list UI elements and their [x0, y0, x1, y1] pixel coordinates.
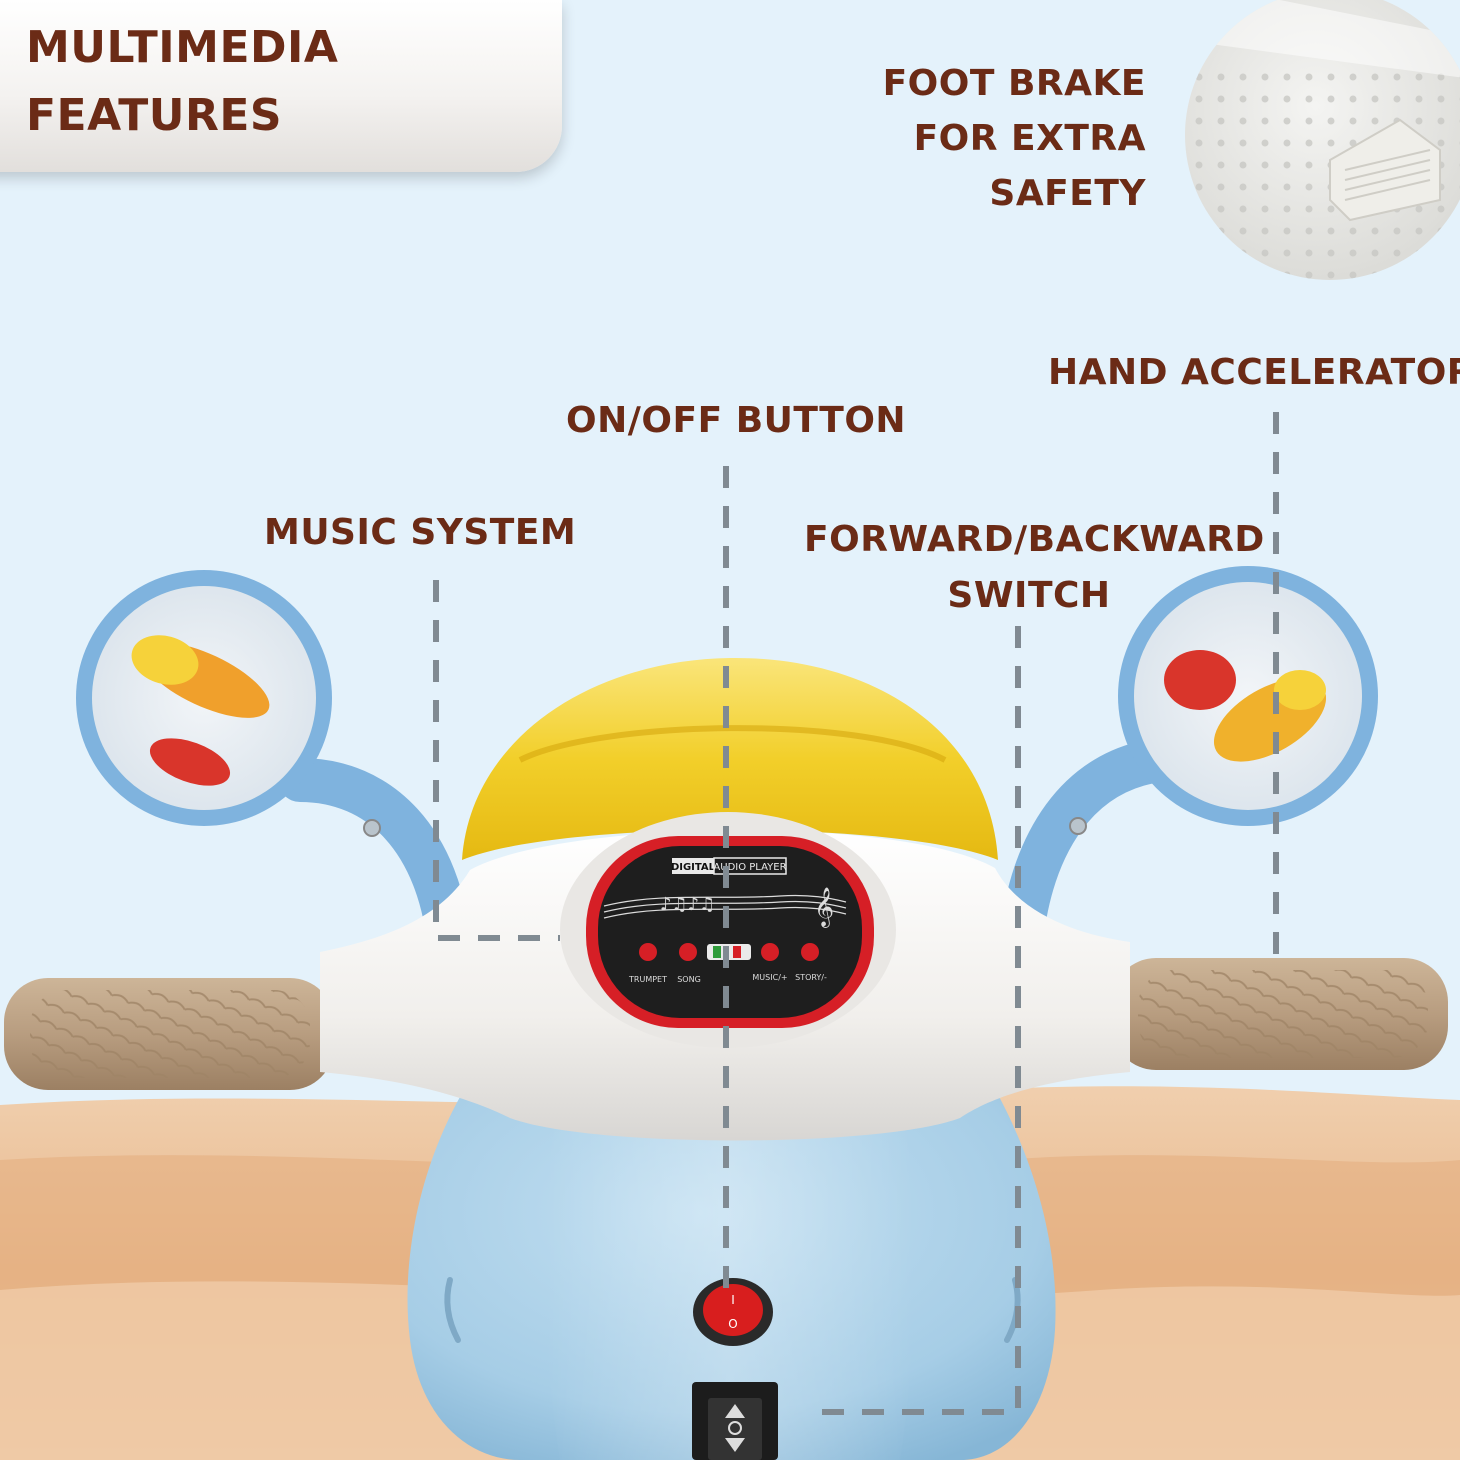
leader-lines	[433, 412, 1279, 1415]
right-grip	[1112, 958, 1448, 1070]
music-notes-icon: ♪♫♪♫	[660, 894, 715, 915]
multimedia-title-line-1: MULTIMEDIA	[26, 22, 339, 73]
left-mirror	[76, 570, 332, 826]
foot-brake-line-1: FOOT BRAKE	[882, 63, 1146, 104]
multimedia-title: MULTIMEDIA FEATURES	[26, 14, 338, 150]
foot-brake-line-2: FOR EXTRA	[913, 118, 1146, 159]
story-label: STORY/-	[795, 973, 827, 982]
music-system-label: MUSIC SYSTEM	[264, 512, 577, 553]
foot-brake-label: FOOT BRAKE FOR EXTRA SAFETY	[883, 56, 1146, 221]
treble-clef-icon: 𝄞	[814, 887, 834, 928]
foot-brake-inset	[1185, 0, 1460, 280]
trumpet-button-dot	[639, 943, 657, 961]
multimedia-banner	[0, 0, 562, 172]
music-label: MUSIC/+	[752, 973, 787, 982]
story-button-dot	[801, 943, 819, 961]
forward-backward-line-2: SWITCH	[947, 575, 1111, 616]
hand-accelerator-label: HAND ACCELERATOR	[1048, 352, 1460, 393]
foot-brake-line-3: SAFETY	[989, 173, 1146, 214]
trumpet-label: TRUMPET	[628, 975, 667, 984]
left-grip	[4, 978, 334, 1090]
on-off-button-label: ON/OFF BUTTON	[566, 400, 907, 441]
song-label: SONG	[677, 975, 701, 984]
right-mirror	[1118, 566, 1378, 826]
song-button-dot	[679, 943, 697, 961]
audio-player-panel: DIGITAL AUDIO PLAYER 𝄞 ♪♫♪♫ TRUMPET SONG…	[560, 812, 896, 1048]
forward-backward-line-1: FORWARD/BACKWARD	[804, 519, 1265, 560]
multimedia-title-line-2: FEATURES	[26, 90, 283, 141]
headlight-hood	[462, 657, 998, 860]
direction-switch	[692, 1382, 778, 1460]
music-button-dot	[761, 943, 779, 961]
panel-brand-a: DIGITAL	[671, 862, 716, 873]
svg-text:I: I	[731, 1293, 735, 1307]
music-system-leader	[433, 580, 560, 941]
forward-backward-label: FORWARD/BACKWARD SWITCH	[804, 512, 1265, 624]
svg-text:O: O	[728, 1317, 737, 1331]
scooter-body	[407, 1080, 1056, 1460]
power-switch: I O	[693, 1278, 773, 1346]
forward-backward-leader	[810, 626, 1021, 1415]
panel-brand-b: AUDIO PLAYER	[713, 862, 786, 873]
